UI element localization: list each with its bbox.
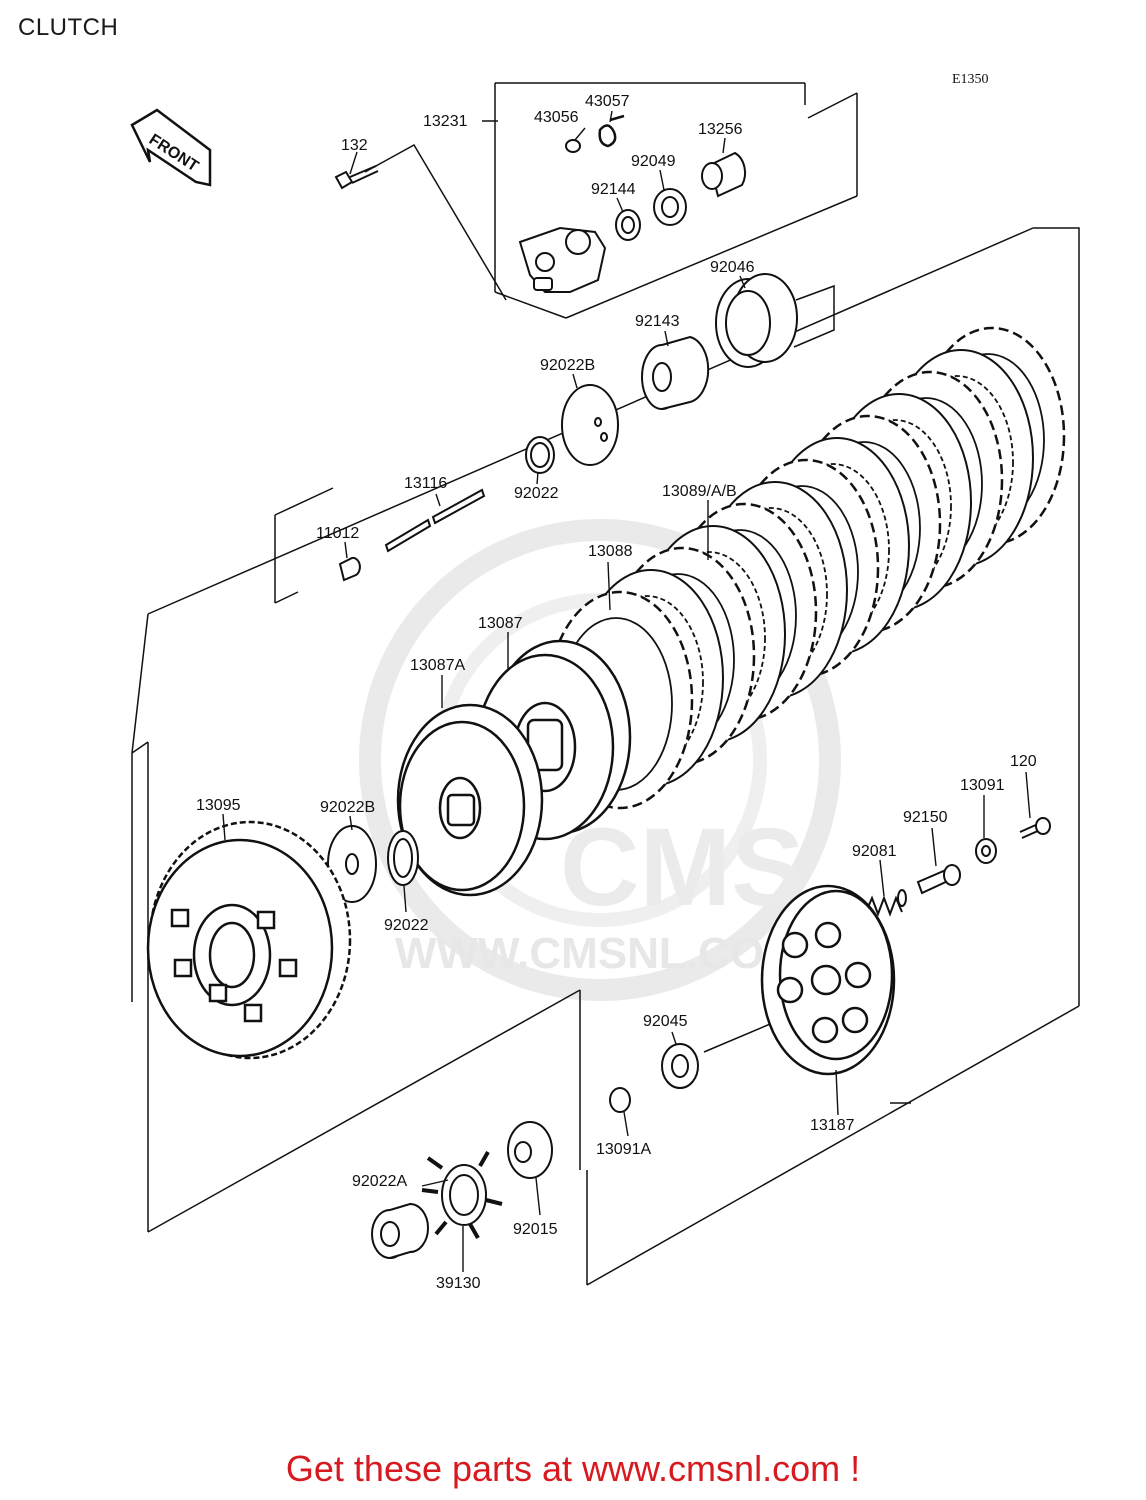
push-rod-13116	[384, 488, 486, 553]
label-13091a: 13091A	[596, 1141, 651, 1158]
label-13087: 13087	[478, 615, 523, 632]
label-92150: 92150	[903, 809, 948, 826]
label-43057: 43057	[585, 93, 630, 110]
piece-11012	[338, 556, 361, 582]
label-13091: 13091	[960, 777, 1005, 794]
label-13089: 13089/A/B	[662, 483, 737, 500]
label-13231: 13231	[423, 113, 468, 130]
label-92022b-top: 92022B	[540, 357, 595, 374]
bearing-13256	[701, 151, 746, 198]
page-title: CLUTCH	[18, 14, 119, 41]
label-92022a: 92022A	[352, 1173, 407, 1190]
oil-seal-92049	[653, 188, 687, 226]
cap-13091a	[609, 1087, 631, 1113]
watermark-brand: CMS	[560, 806, 804, 929]
footer-promo-link[interactable]: Get these parts at www.cmsnl.com !	[285, 1448, 861, 1489]
assembly-outlines	[131, 82, 1080, 1286]
label-120: 120	[1010, 753, 1037, 770]
label-39130: 39130	[436, 1275, 481, 1292]
watermark: CMS WWW.CMSNL.COM	[359, 519, 841, 1001]
label-92022b-mid: 92022B	[320, 799, 375, 816]
bearing-92045	[661, 1043, 699, 1089]
collar-92022a	[371, 1202, 429, 1259]
label-92046: 92046	[710, 259, 755, 276]
label-13095: 13095	[196, 797, 241, 814]
label-92015: 92015	[513, 1221, 558, 1238]
label-132: 132	[341, 137, 368, 154]
label-92049: 92049	[631, 153, 676, 170]
label-13088: 13088	[588, 543, 633, 560]
hub-plate-13087a	[396, 703, 544, 897]
washer-92022-mid	[387, 830, 419, 886]
release-lever	[518, 226, 607, 293]
exploded-parts-diagram: CMS WWW.CMSNL.COM	[130, 82, 1080, 1292]
washer-92022b-top	[561, 384, 619, 466]
drawing-code: E1350	[952, 72, 989, 87]
bolt-132	[334, 165, 379, 190]
leader-lines	[222, 110, 1031, 1272]
label-13256: 13256	[698, 121, 743, 138]
label-92081: 92081	[852, 843, 897, 860]
clutch-housing-13095	[146, 820, 352, 1060]
washer-92022-top	[525, 436, 555, 474]
label-11012: 11012	[316, 525, 359, 542]
watermark-url: WWW.CMSNL.COM	[395, 929, 801, 978]
washer-13091	[975, 838, 997, 864]
label-92143: 92143	[635, 313, 680, 330]
label-13116: 13116	[404, 475, 447, 492]
washer-39130	[421, 1151, 503, 1239]
bolt-92150	[916, 864, 961, 895]
bolt-120	[1019, 817, 1051, 839]
spring-clip-43057	[598, 114, 625, 148]
bushing-92144	[615, 209, 641, 241]
label-92022-mid: 92022	[384, 917, 429, 934]
needle-bearing-92046	[715, 273, 798, 368]
label-92022-top: 92022	[514, 485, 559, 502]
label-13087a: 13087A	[410, 657, 465, 674]
label-13187: 13187	[810, 1117, 855, 1134]
pin-43056	[565, 139, 581, 153]
sleeve-92143	[641, 335, 710, 410]
front-arrow-icon: FRONT	[130, 108, 212, 187]
pressure-plate-13187	[760, 884, 896, 1076]
label-92144: 92144	[591, 181, 636, 198]
nut-92015	[507, 1121, 553, 1179]
part-labels: 132 13231 43056 43057 13256 92049 92144 …	[196, 93, 1037, 1292]
label-92045: 92045	[643, 1013, 688, 1030]
label-43056: 43056	[534, 109, 579, 126]
